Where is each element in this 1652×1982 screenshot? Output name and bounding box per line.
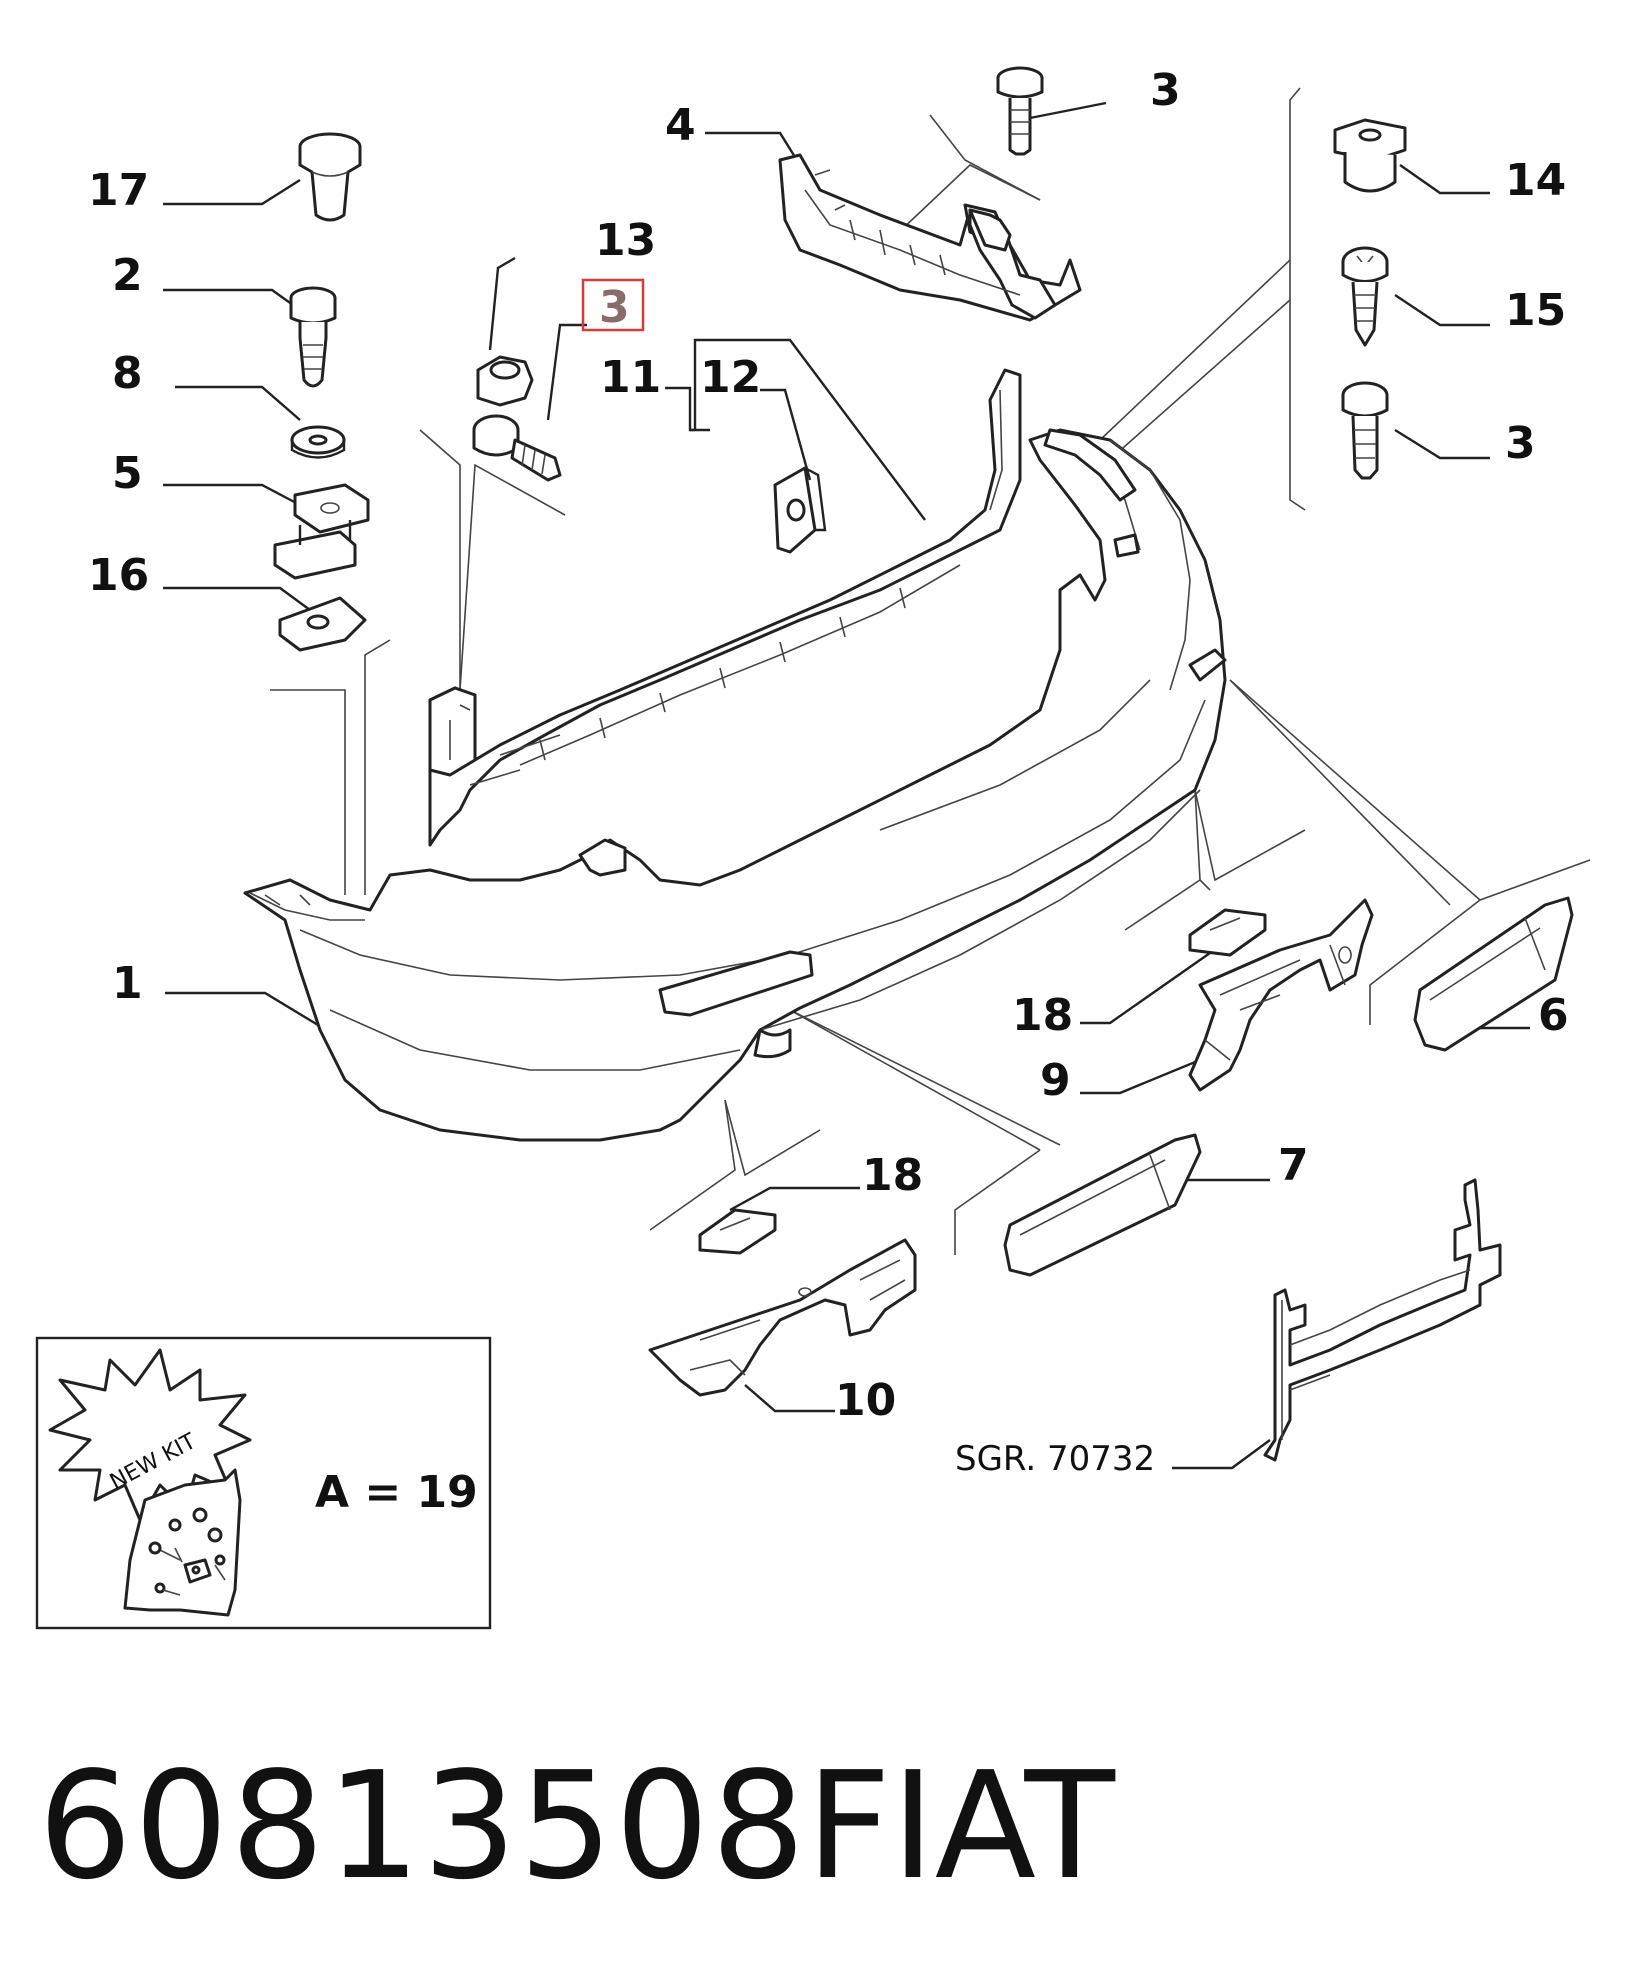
label-17: 17 xyxy=(88,165,149,216)
brand-name: FIAT xyxy=(806,1740,1115,1912)
label-9: 9 xyxy=(1040,1055,1071,1106)
part-14-nut xyxy=(1333,118,1407,193)
part-13-nut xyxy=(476,355,534,407)
kit-box: NEW KIT A = 19 xyxy=(35,1336,492,1630)
part-3-screw-right xyxy=(1341,381,1389,480)
part-number: 60813508 xyxy=(38,1740,808,1912)
label-14: 14 xyxy=(1505,155,1566,206)
kit-label: A = 19 xyxy=(315,1467,478,1518)
label-5: 5 xyxy=(112,448,143,499)
part-18-pad-right xyxy=(1188,908,1267,957)
part-3-screw-top xyxy=(996,66,1044,156)
label-1: 1 xyxy=(112,958,143,1009)
kit-bag xyxy=(123,1468,242,1617)
label-15: 15 xyxy=(1505,285,1566,336)
label-3-right: 3 xyxy=(1505,418,1536,469)
part-2-stud xyxy=(289,286,337,388)
kit-contents xyxy=(148,1507,226,1596)
label-3-highlighted: 3 xyxy=(599,282,630,333)
label-7: 7 xyxy=(1278,1140,1309,1191)
part-16-clip xyxy=(278,596,367,652)
label-8: 8 xyxy=(112,348,143,399)
part-10-side-bracket xyxy=(648,1238,917,1397)
new-kit-starburst xyxy=(48,1348,252,1522)
part-3-screw-left xyxy=(472,414,562,482)
part-12-clip xyxy=(773,466,827,554)
callout-labels: 17 2 8 5 16 13 3 4 3 14 15 3 11 12 1 18 … xyxy=(88,65,1569,1479)
part-8-washer xyxy=(290,425,346,459)
highlight-box xyxy=(581,278,645,332)
label-12: 12 xyxy=(700,352,761,403)
part-15-screw xyxy=(1341,246,1389,347)
assembly-guide-lines xyxy=(270,87,1591,1255)
leader-lines xyxy=(163,101,1530,1470)
label-2: 2 xyxy=(112,250,143,301)
label-3-top: 3 xyxy=(1150,65,1181,116)
sgr-reference: SGR. 70732 xyxy=(955,1439,1155,1479)
part-7-reflector xyxy=(1003,1133,1202,1277)
part-4-upper-bracket xyxy=(778,153,1082,322)
label-6: 6 xyxy=(1538,990,1569,1041)
label-10: 10 xyxy=(835,1375,896,1426)
label-18-bottom: 18 xyxy=(862,1150,923,1201)
label-16: 16 xyxy=(88,550,149,601)
part-6-reflector xyxy=(1413,896,1574,1052)
part-18-pad-bottom xyxy=(698,1208,777,1255)
label-11: 11 xyxy=(600,352,661,403)
label-4: 4 xyxy=(665,100,696,151)
sgr-70732-bracket xyxy=(1263,1178,1502,1462)
part-9-side-bracket xyxy=(1188,898,1374,1092)
part-17-clip xyxy=(298,132,362,222)
part-5-bracket-clip xyxy=(273,483,370,580)
part-1-bumper xyxy=(243,428,1227,1142)
label-13: 13 xyxy=(595,215,656,266)
part-11-reinforcement-beam xyxy=(428,368,1022,847)
label-18-right: 18 xyxy=(1012,990,1073,1041)
